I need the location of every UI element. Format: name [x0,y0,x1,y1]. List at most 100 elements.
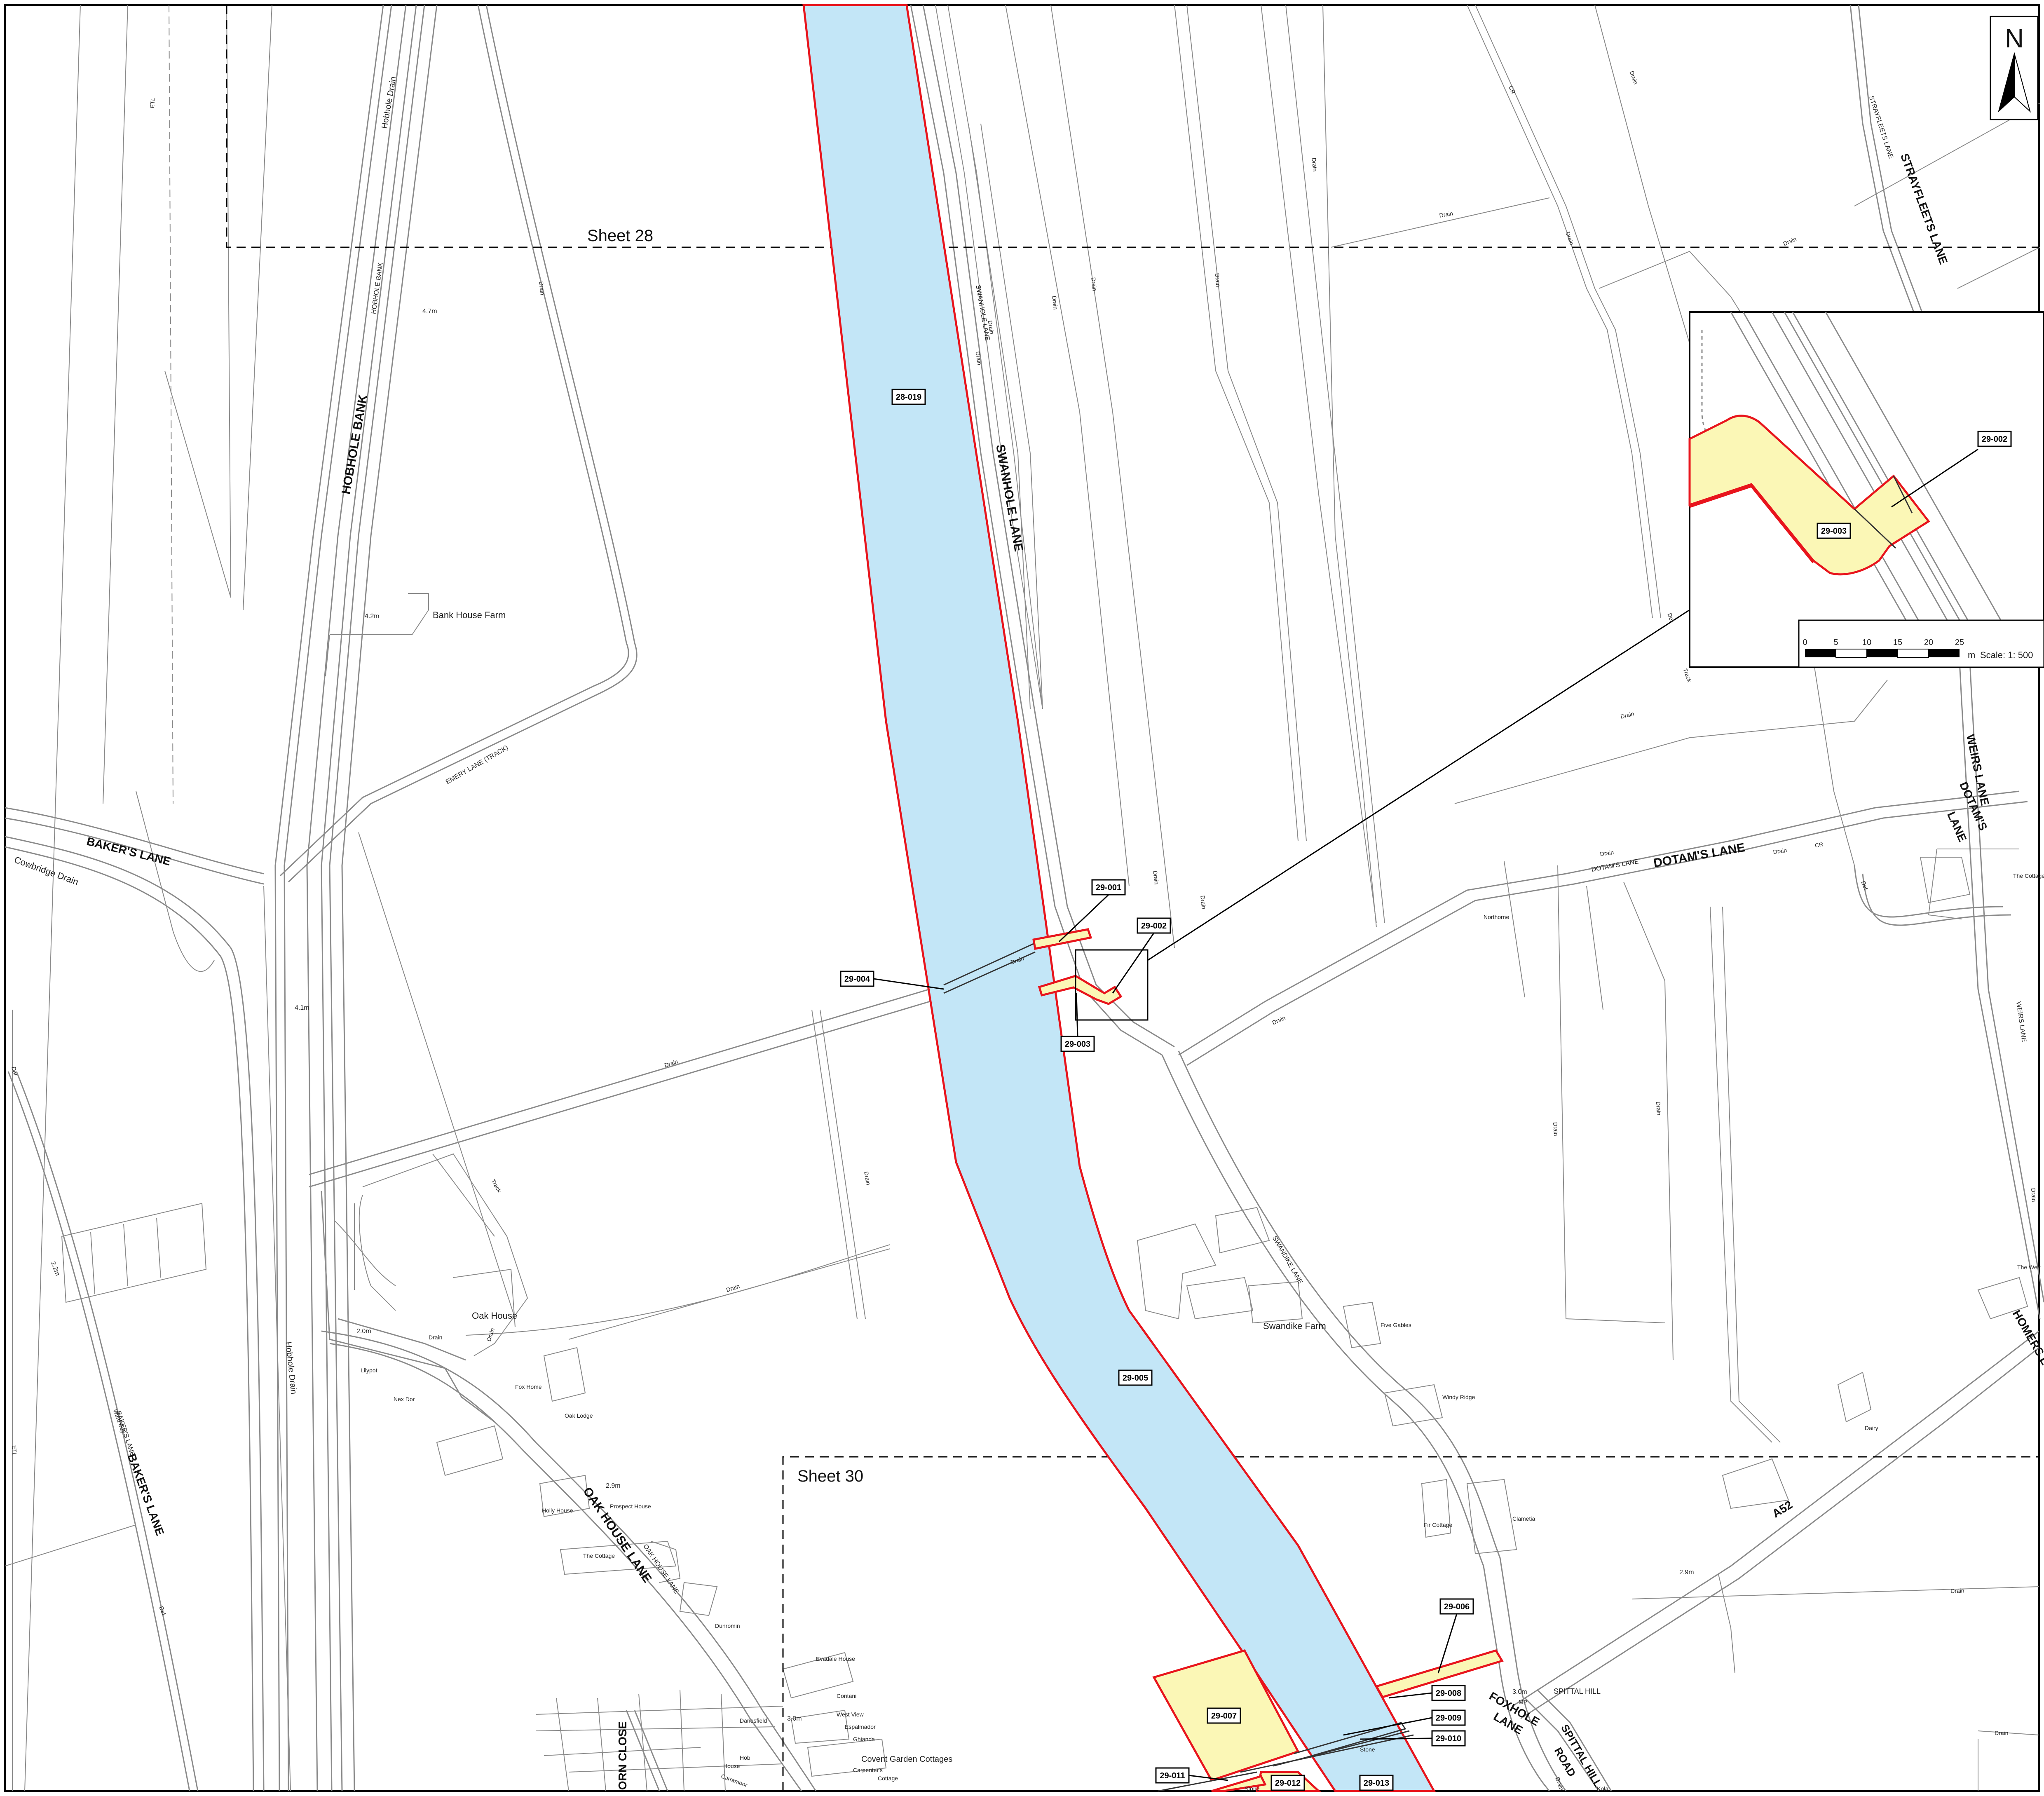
place-label-ghianda: Ghianda [853,1736,875,1742]
plot-label: 29-010 [1360,1730,1466,1747]
cr-label: CR [1814,841,1824,849]
place-label-stone-2: Stone [1245,1785,1260,1792]
plot-label: 29-006 [1437,1598,1474,1674]
scale-ratio-label: Scale: 1: 500 [1980,650,2033,660]
place-label-prospect-house: Prospect House [610,1503,651,1510]
place-label-dunromin: Dunromin [715,1622,740,1629]
inset-frame [1689,311,2044,668]
scale-tick-label: 10 [1862,638,1871,647]
place-label-oak-lodge: Oak Lodge [565,1412,593,1419]
parcel-29-003 [1038,975,1123,1005]
etl-label: ETL [149,97,157,108]
plot-label: 29-003 [1060,993,1095,1052]
plot-label-box [1060,1036,1095,1052]
plot-reference-text: 29-009 [1436,1714,1461,1723]
elevation-label: 2.0m [356,1328,371,1335]
plot-reference-text: 29-013 [1364,1779,1389,1788]
drain-label: Drain [1051,295,1059,310]
def-label: Def [1860,880,1869,891]
elevation-label: 3.0m [1512,1688,1527,1695]
place-label-lilypot: Lilypot [361,1367,377,1374]
place-label-the-weir: The Weir [2017,1264,2041,1271]
plot-leader-line [1360,1737,1432,1740]
plot-label-box [891,389,926,405]
place-label-carpenters-cottage: Carpenter's [853,1767,883,1773]
plot-leader-line [873,978,944,990]
drain-label: Drain [987,320,996,335]
plot-reference-text: 29-003 [1065,1040,1090,1049]
scale-tick-label: 20 [1924,638,1933,647]
plot-reference-text: 29-006 [1444,1602,1470,1611]
drain-label: Drain [863,1171,872,1186]
sheet-28-label: Sheet 28 [587,227,653,245]
place-label-dairy: Dairy [1865,1425,1878,1431]
place-label-kola: Kola [1597,1785,1608,1792]
place-label-stone: Stone [1360,1746,1375,1753]
def-label: Def [1666,612,1676,623]
plot-label: 29-012 [1270,1775,1305,1791]
parcel-29-006 [1375,1649,1504,1698]
elevation-label: 4.2m [365,613,380,620]
place-label-nex-dor: Nex Dor [394,1396,415,1402]
plot-reference-text: 29-002 [1982,435,2007,444]
parcel-29-011-strip [1211,1775,1267,1792]
drain-label: Drain [1773,847,1787,856]
plot-label-box [1977,431,2012,447]
drain-label: Drain [429,1334,442,1341]
scale-unit-label: m [1968,650,1975,660]
north-arrow-icon [1990,16,2039,120]
def-label: Def [10,1066,19,1076]
drain-label: Drain [1152,870,1160,885]
drain-label: Drain [1310,157,1318,172]
drain-label: Drain [538,281,546,295]
plot-leader-line [1388,1692,1432,1699]
road-label-orn-close: ORN CLOSE [616,1721,629,1790]
place-label-danesfield: Danesfield [740,1717,767,1724]
drain-label: Drain [1950,1587,1964,1594]
drain-label: Drain [1552,1122,1559,1136]
sheet-boundaries [226,5,2039,1791]
plot-label-box [1359,1775,1394,1791]
def-label: Def [158,1605,167,1616]
plot-leader-line [1112,933,1155,994]
place-label-west-view: West View [837,1711,864,1718]
plot-label: 29-005 [1118,1369,1153,1386]
plot-label-box [840,971,874,987]
sheet-28-boundary [226,5,2039,248]
etl-label: ETL [11,1445,18,1456]
plot-label-box [1091,879,1126,896]
plot-reference-text: 29-003 [1821,527,1847,536]
drain-label: Drain [1620,710,1635,720]
elevation-label: 3.0m [787,1715,802,1722]
plot-label-box [1118,1369,1153,1386]
inset-scale-box [1798,619,2044,668]
scale-tick-label: 5 [1833,638,1838,647]
water-channel [802,4,1436,1792]
plot-label: 29-003 [1817,523,1851,539]
plot-label: 29-009 [1343,1709,1466,1736]
plot-reference-text: 29-005 [1123,1374,1148,1383]
plot-reference-text: 29-012 [1275,1779,1301,1788]
place-label-hob-house-2: House [723,1763,740,1769]
inset-leader-line [1147,609,1690,961]
plot-reference-text: 29-011 [1160,1771,1185,1780]
plot-label: 29-008 [1388,1685,1466,1701]
scale-tick-label: 25 [1955,638,1964,647]
north-letter: N [2005,23,2024,53]
place-label-fox-home: Fox Home [515,1383,542,1390]
plot-label-box [1431,1730,1466,1747]
drain-label: Drain [1214,273,1221,287]
plot-reference-text: 29-007 [1211,1712,1237,1721]
place-label-covent-garden-cottages: Covent Garden Cottages [861,1755,952,1764]
plot-leader-line [1437,1613,1458,1674]
place-label-contani: Contani [837,1693,856,1699]
place-label-holly-house: Holly House [542,1507,573,1514]
elevation-label: 4.1m [295,1004,309,1011]
inset-map [1688,311,2044,668]
plot-leader-line [1058,894,1109,943]
plot-label-box [1439,1598,1474,1615]
drain-label: Drain [1655,1101,1662,1116]
drain-label: Drain [975,351,983,366]
drain-label: Drain [1090,277,1098,291]
elevation-label: 2.9m [606,1482,621,1489]
